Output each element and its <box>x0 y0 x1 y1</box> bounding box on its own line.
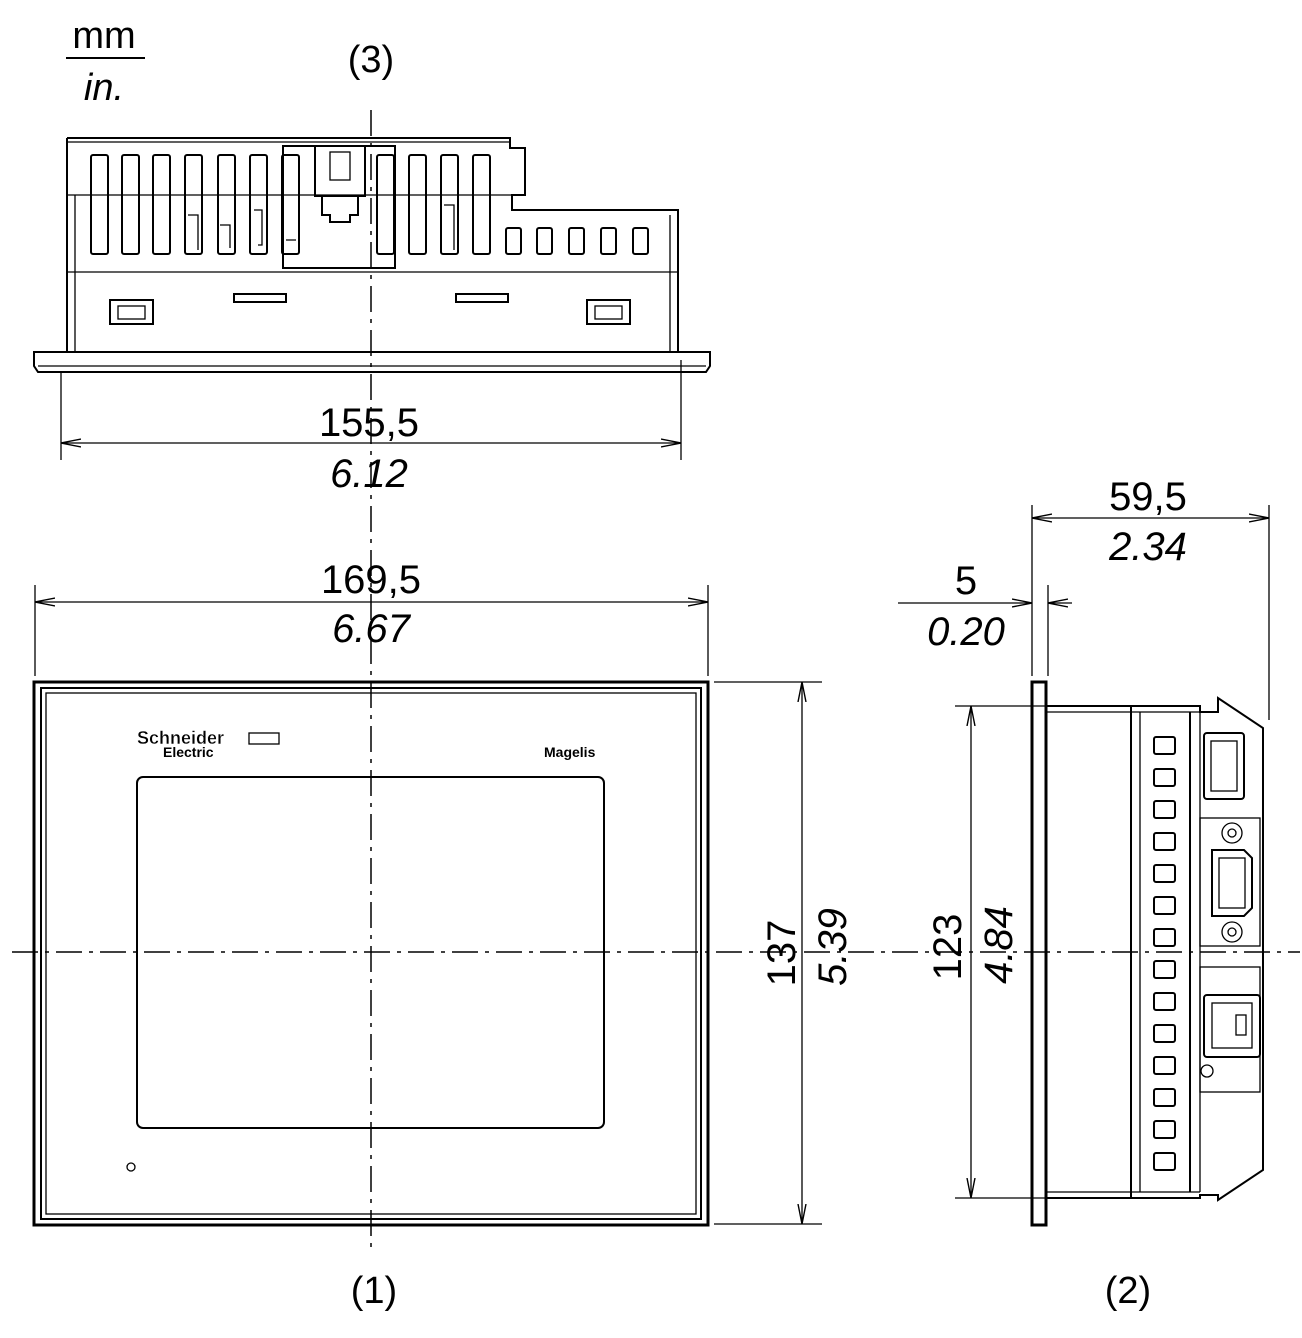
top-vent-slots <box>90 154 491 255</box>
top-housing-outline <box>66 137 679 352</box>
side-housing-outline <box>1046 696 1264 1202</box>
dim-bezel-depth-in: 0.20 <box>927 610 1005 654</box>
led-icon <box>126 1162 136 1172</box>
side-view: 59,5 2.34 5 0.20 <box>898 475 1270 1312</box>
dim-front-height-mm: 137 <box>760 920 804 987</box>
top-connector-block <box>282 145 396 269</box>
dim-top-width-mm: 155,5 <box>319 401 419 445</box>
dim-front-width-in: 6.67 <box>332 607 412 651</box>
magelis-logo: Magelis <box>544 744 596 760</box>
side-vent-slots <box>1153 736 1176 1171</box>
top-bezel <box>33 351 711 373</box>
front-screen <box>136 776 605 1129</box>
front-bezel-outer <box>32 680 710 1227</box>
dim-front-height-in: 5.39 <box>811 908 855 986</box>
front-bezel-inner <box>40 687 702 1220</box>
top-clips <box>109 293 631 325</box>
dim-side-height-mm: 123 <box>926 914 970 981</box>
ethernet-port-icon <box>1199 966 1261 1093</box>
serial-port-icon <box>1199 817 1261 947</box>
unit-in-label: in. <box>84 67 124 109</box>
dim-front-width-mm: 169,5 <box>321 558 421 602</box>
schneider-logo: Schneider Electric <box>137 728 280 760</box>
front-view-label: (1) <box>351 1270 397 1312</box>
units-legend: mm in. <box>66 15 145 109</box>
top-view-label: (3) <box>348 39 394 81</box>
dim-bezel-depth-mm: 5 <box>955 559 977 603</box>
side-view-label: (2) <box>1105 1270 1151 1312</box>
dim-side-depth-mm: 59,5 <box>1109 475 1187 519</box>
svg-text:Electric: Electric <box>163 744 214 760</box>
dim-side-depth-in: 2.34 <box>1108 525 1187 569</box>
usb-port-icon <box>1203 732 1245 800</box>
dim-side-height-in: 4.84 <box>977 906 1021 984</box>
front-view: 169,5 6.67 Schneider Electric Magelis 13… <box>12 110 1300 1312</box>
top-view: (3) <box>33 39 711 496</box>
unit-mm-label: mm <box>72 15 135 57</box>
top-small-vents <box>505 227 649 255</box>
dim-top-width-in: 6.12 <box>330 452 408 496</box>
svg-text:Schneider: Schneider <box>137 728 224 748</box>
side-bezel <box>1030 680 1048 1227</box>
